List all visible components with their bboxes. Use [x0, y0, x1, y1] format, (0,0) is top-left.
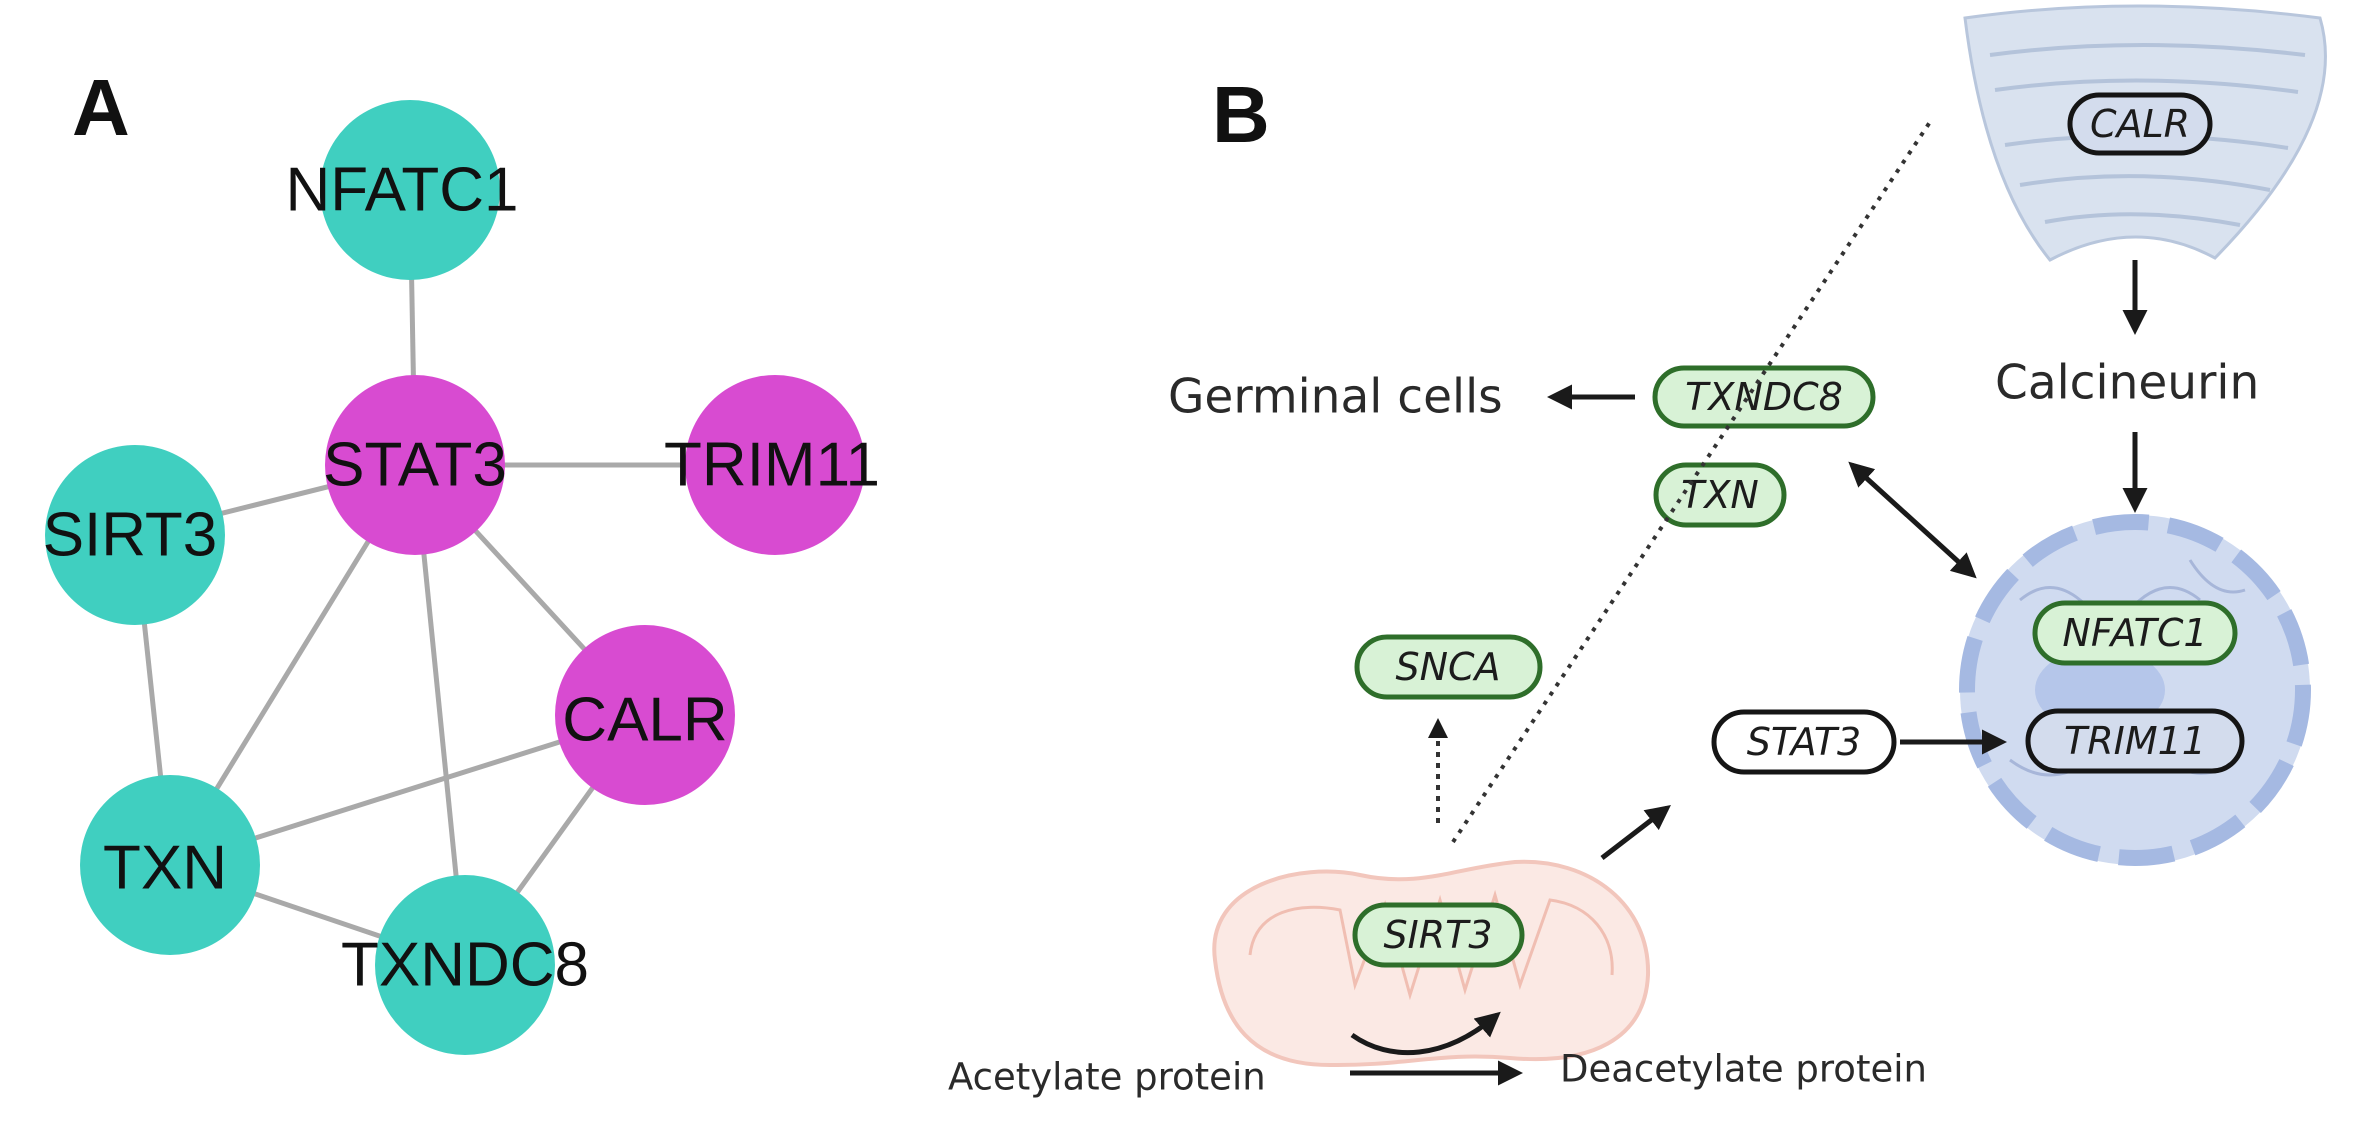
gene-sirt3-label: SIRT3: [1383, 913, 1492, 957]
gene-nfatc1-pill: [2032, 600, 2238, 666]
node-sirt3: [45, 445, 225, 625]
gene-trim11-label: TRIM11: [2064, 719, 2206, 763]
panel-b: B CALR Calcineurin NFATC1 TRIM11: [948, 4, 2327, 1099]
arrow-mitochondrion-to-stat3: [1600, 804, 1671, 860]
node-label-txndc8: TXNDC8: [341, 931, 589, 1000]
gene-stat3-pill: [1711, 709, 1897, 775]
node-label-trim11: TRIM11: [664, 431, 880, 500]
dotted-link-sirt3-er: [1451, 120, 1932, 844]
gene-txndc8-label: TXNDC8: [1685, 375, 1843, 419]
curved-arrow-deacetylation: [1350, 1011, 1501, 1056]
node-txndc8: [375, 875, 555, 1055]
network-labels: NFATC1 STAT3 TRIM11 SIRT3 CALR TXN TXNDC…: [43, 156, 880, 1000]
gene-snca-label: SNCA: [1395, 645, 1500, 689]
node-trim11: [685, 375, 865, 555]
acetylate-protein-label: Acetylate protein: [948, 1056, 1266, 1099]
network-nodes: [45, 100, 865, 1055]
endoplasmic-reticulum-icon: CALR: [1963, 4, 2327, 262]
node-nfatc1: [320, 100, 500, 280]
gene-txn-label: TXN: [1681, 473, 1759, 517]
node-label-calr: CALR: [562, 686, 727, 755]
node-stat3: [325, 375, 505, 555]
gene-txndc8-pill: [1652, 365, 1876, 429]
gene-snca-pill: [1354, 634, 1543, 700]
calcineurin-label: Calcineurin: [1995, 356, 2259, 411]
germinal-cells-label: Germinal cells: [1168, 370, 1503, 425]
mitochondrion-icon: SIRT3: [1212, 859, 1651, 1068]
gene-trim11-pill: [2025, 708, 2245, 774]
node-label-nfatc1: NFATC1: [285, 156, 518, 225]
gene-nfatc1-label: NFATC1: [2062, 611, 2207, 655]
gene-calr-pill: [2067, 92, 2213, 156]
node-label-txn: TXN: [103, 834, 227, 903]
node-txn: [80, 775, 260, 955]
gene-txn-pill: [1653, 462, 1787, 528]
node-label-sirt3: SIRT3: [43, 501, 218, 570]
nucleus-icon: NFATC1 TRIM11: [1959, 514, 2311, 866]
panel-a: A NFATC1 STAT3 TRIM11 SIRT3: [43, 63, 880, 1055]
node-calr: [555, 625, 735, 805]
gene-stat3-label: STAT3: [1747, 720, 1861, 764]
double-arrow-txn-nucleus: [1848, 461, 1977, 579]
deacetylate-protein-label: Deacetylate protein: [1560, 1048, 1927, 1091]
node-label-stat3: STAT3: [323, 431, 507, 500]
gene-sirt3-pill: [1352, 902, 1525, 968]
panel-a-letter: A: [72, 63, 130, 152]
panel-b-letter: B: [1212, 70, 1270, 159]
gene-calr-label: CALR: [2090, 102, 2190, 146]
